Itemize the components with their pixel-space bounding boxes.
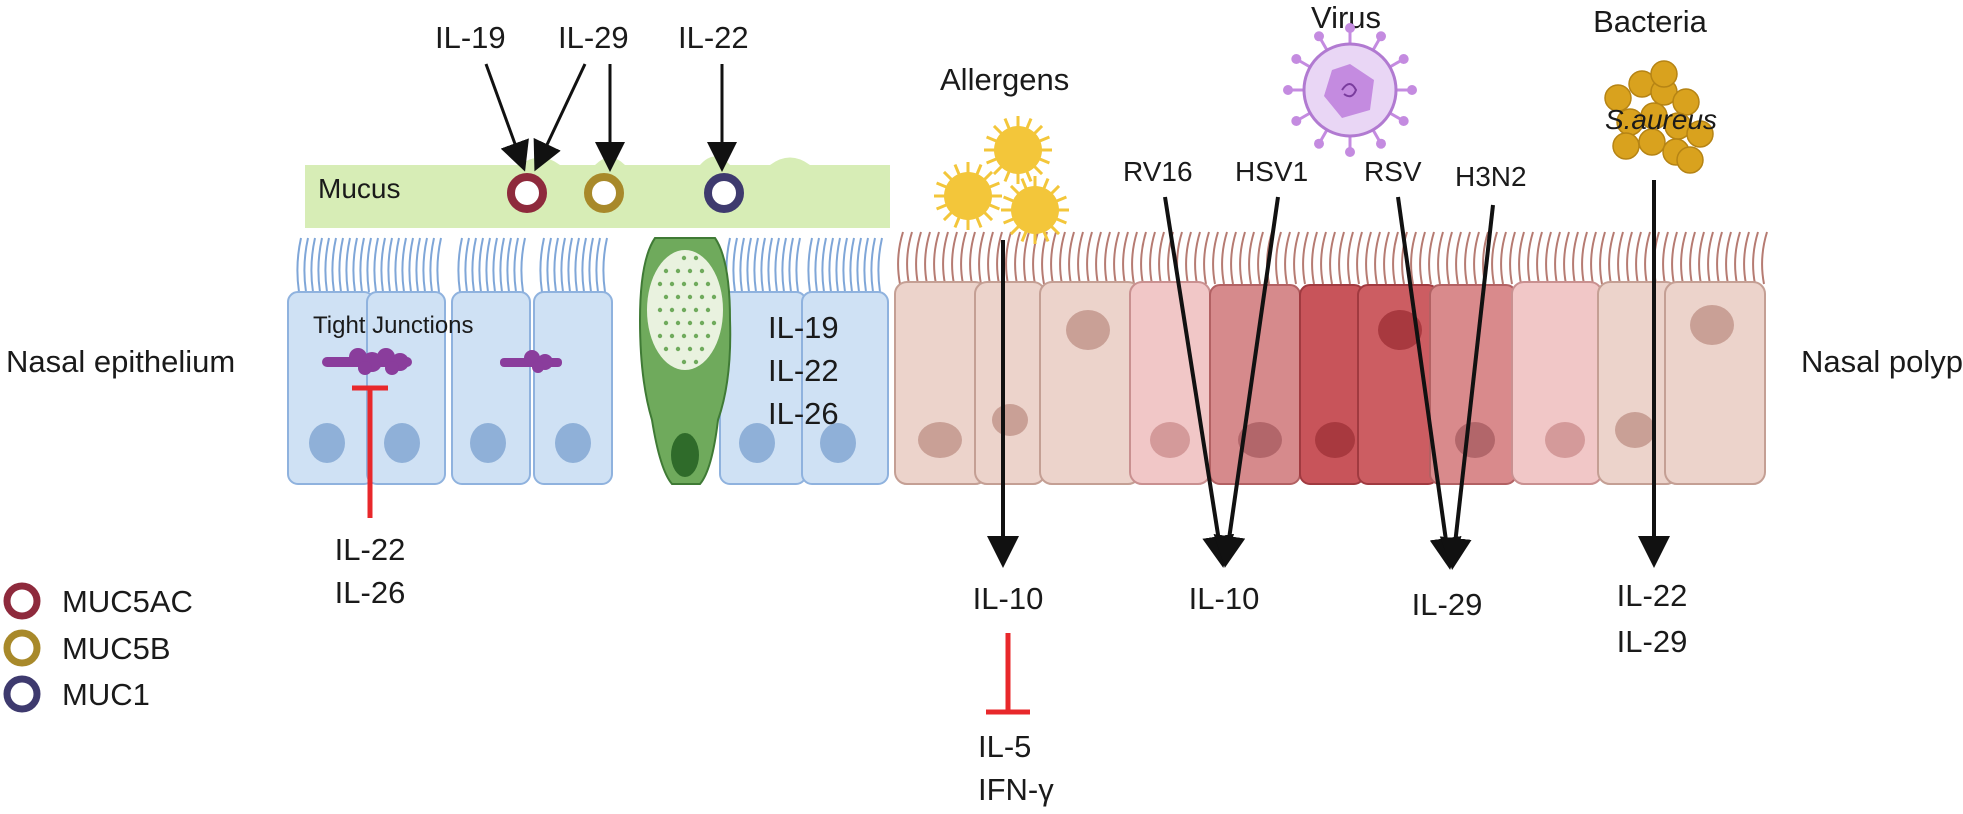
epithelium-cytokine-1: IL-19 bbox=[768, 310, 839, 345]
input-arrows bbox=[484, 63, 737, 172]
epithelium-cells bbox=[287, 291, 889, 485]
bacteria-output-1: IL-22 bbox=[1617, 578, 1688, 613]
legend-muc5ac-swatch bbox=[3, 582, 41, 620]
virus-strain-hsv1: HSV1 bbox=[1235, 156, 1308, 187]
allergen-output: IL-10 bbox=[973, 581, 1044, 616]
tj-inhibition-symbol bbox=[352, 385, 388, 518]
allergen-inhibited-1: IL-5 bbox=[978, 729, 1031, 764]
tj-inhibitor-2: IL-26 bbox=[335, 575, 406, 610]
input-il19: IL-19 bbox=[435, 20, 506, 55]
legend-muc5b-swatch bbox=[3, 629, 41, 667]
allergen-inhibited-2: IFN-γ bbox=[978, 772, 1054, 807]
allergen-inhibition-symbol bbox=[986, 633, 1030, 715]
epithelium-cytokine-3: IL-26 bbox=[768, 396, 839, 431]
tight-junctions-label: Tight Junctions bbox=[313, 312, 474, 339]
bacteria-label: Bacteria bbox=[1593, 4, 1707, 39]
bacteria-cluster-icon bbox=[1604, 60, 1714, 174]
allergen-particles bbox=[934, 116, 1069, 244]
nasal-epithelium-label: Nasal epithelium bbox=[6, 344, 235, 379]
tj-inhibitor-1: IL-22 bbox=[335, 532, 406, 567]
polyp-cilia bbox=[897, 231, 1768, 285]
legend-muc1-swatch bbox=[3, 675, 41, 713]
virus-strain-rsv: RSV bbox=[1364, 156, 1422, 187]
nasal-polyp-label: Nasal polyp bbox=[1801, 344, 1963, 379]
mucus-label: Mucus bbox=[318, 173, 400, 204]
virus-icon bbox=[1283, 23, 1417, 157]
epithelium-cilia bbox=[296, 237, 883, 293]
goblet-cell bbox=[638, 237, 732, 485]
muc5b-granule bbox=[584, 173, 624, 213]
virus-strain-rv16: RV16 bbox=[1123, 156, 1193, 187]
muc5ac-granule bbox=[507, 173, 547, 213]
tight-junction-right bbox=[500, 350, 562, 373]
virus-strain-h3n2: H3N2 bbox=[1455, 161, 1527, 192]
legend: MUC5AC MUC5B MUC1 bbox=[3, 582, 193, 713]
bacteria-output-2: IL-29 bbox=[1617, 624, 1688, 659]
muc1-granule bbox=[704, 173, 744, 213]
virus-arrows bbox=[1163, 196, 1495, 570]
virus-output-left: IL-10 bbox=[1189, 581, 1260, 616]
legend-muc1-label: MUC1 bbox=[62, 677, 150, 712]
input-il29: IL-29 bbox=[558, 20, 629, 55]
virus-output-right: IL-29 bbox=[1412, 587, 1483, 622]
polyp-cells bbox=[894, 281, 1766, 485]
legend-muc5b-label: MUC5B bbox=[62, 631, 171, 666]
legend-muc5ac-label: MUC5AC bbox=[62, 584, 193, 619]
input-il22: IL-22 bbox=[678, 20, 749, 55]
bacteria-species: S.aureus bbox=[1605, 104, 1717, 135]
epithelium-cytokine-2: IL-22 bbox=[768, 353, 839, 388]
tight-junction-left bbox=[322, 348, 412, 375]
allergens-label: Allergens bbox=[940, 62, 1069, 97]
